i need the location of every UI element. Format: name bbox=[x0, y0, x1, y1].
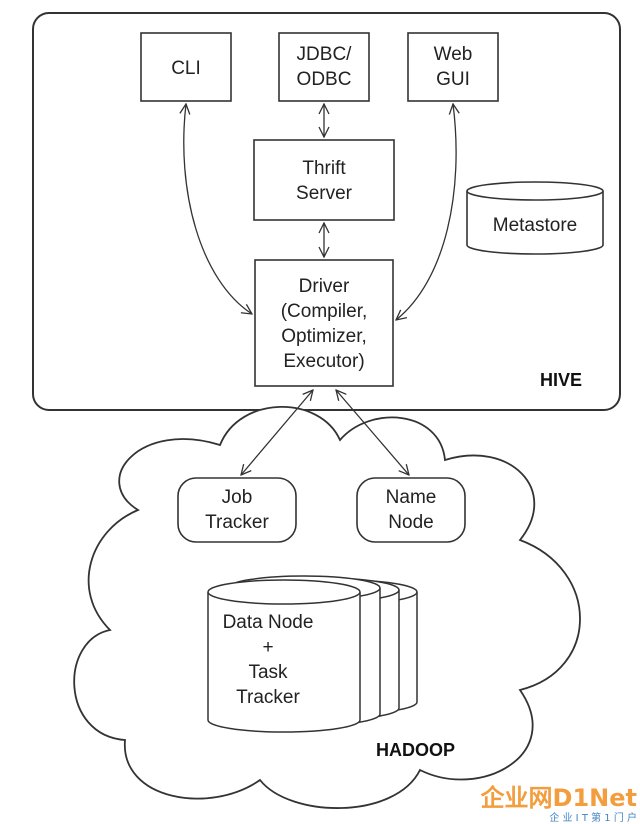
svg-text:Optimizer,: Optimizer, bbox=[281, 326, 367, 347]
svg-text:Metastore: Metastore bbox=[493, 215, 577, 236]
svg-text:Driver: Driver bbox=[299, 276, 350, 297]
cli-box: CLI bbox=[140, 32, 232, 102]
arrow-webgui-driver bbox=[396, 104, 456, 320]
svg-text:CLI: CLI bbox=[171, 58, 201, 79]
svg-text:Job: Job bbox=[222, 487, 253, 508]
svg-text:Tracker: Tracker bbox=[236, 687, 300, 708]
metastore-cylinder: Metastore bbox=[466, 181, 604, 255]
name-node-box: Name Node bbox=[356, 477, 466, 543]
svg-text:Data Node: Data Node bbox=[223, 612, 314, 633]
driver-box: Driver (Compiler, Optimizer, Executor) bbox=[254, 259, 394, 387]
svg-text:Server: Server bbox=[296, 183, 353, 204]
watermark-logo: 企业网D1Net 企 业 I T 第 1 门 户 bbox=[481, 784, 637, 824]
job-tracker-box: Job Tracker bbox=[177, 477, 297, 543]
arrow-driver-namenode bbox=[336, 390, 409, 475]
jdbc-odbc-box: JDBC/ ODBC bbox=[278, 32, 370, 102]
hadoop-label: HADOOP bbox=[376, 740, 455, 760]
svg-text:Executor): Executor) bbox=[283, 351, 364, 372]
svg-text:Web: Web bbox=[434, 44, 473, 65]
hive-label: HIVE bbox=[540, 370, 582, 390]
svg-text:Name: Name bbox=[386, 487, 437, 508]
svg-text:ODBC: ODBC bbox=[297, 69, 352, 90]
web-gui-box: Web GUI bbox=[407, 32, 499, 102]
arrow-cli-driver bbox=[184, 104, 252, 314]
svg-text:Node: Node bbox=[388, 512, 433, 533]
svg-text:(Compiler,: (Compiler, bbox=[281, 301, 368, 322]
svg-text:Thrift: Thrift bbox=[302, 158, 346, 179]
svg-text:Task: Task bbox=[248, 662, 288, 683]
svg-text:Tracker: Tracker bbox=[205, 512, 269, 533]
arrow-driver-jobtracker bbox=[241, 390, 313, 475]
svg-text:JDBC/: JDBC/ bbox=[297, 44, 353, 65]
svg-text:企 业 I T 第 1 门 户: 企 业 I T 第 1 门 户 bbox=[549, 811, 637, 824]
data-node-stack: Data Node + Task Tracker bbox=[207, 575, 418, 733]
svg-text:企业网D1Net: 企业网D1Net bbox=[481, 784, 637, 812]
svg-text:GUI: GUI bbox=[436, 69, 470, 90]
svg-text:+: + bbox=[262, 637, 273, 658]
thrift-server-box: Thrift Server bbox=[253, 139, 395, 221]
